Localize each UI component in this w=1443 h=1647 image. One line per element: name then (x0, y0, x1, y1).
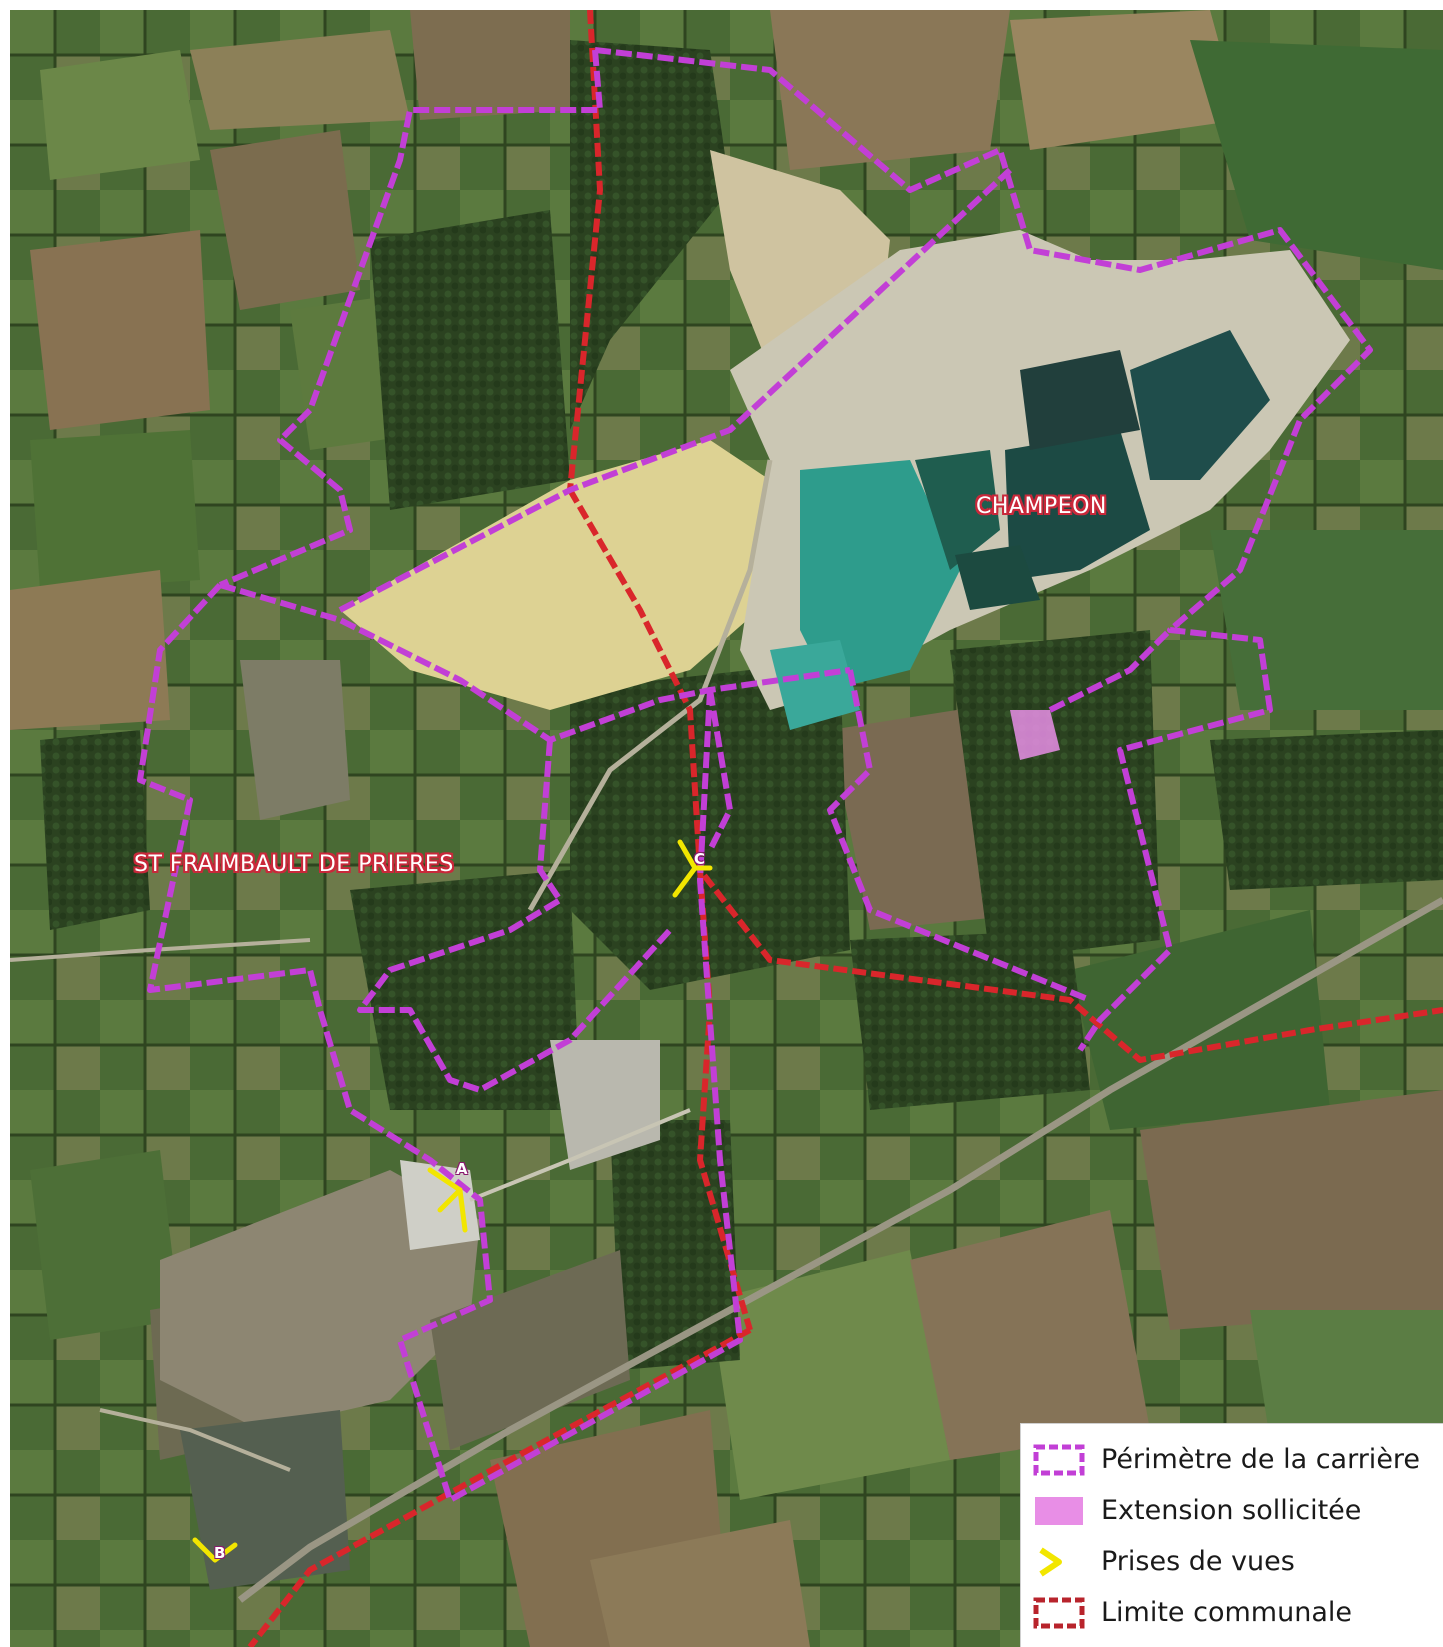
place-label-st-fraimbault: ST FRAIMBAULT DE PRIERES (134, 852, 454, 877)
map-legend: Périmètre de la carrière Extension solli… (1020, 1423, 1443, 1647)
legend-item-communal: Limite communale (1033, 1587, 1435, 1638)
yellow-chevron-icon (1033, 1546, 1085, 1578)
legend-item-views: Prises de vues (1033, 1536, 1435, 1587)
viewpoints (192, 839, 713, 1563)
dashed-red-outline-icon (1033, 1597, 1085, 1629)
quarry-champeon (340, 150, 1350, 730)
legend-item-perimeter: Périmètre de la carrière (1033, 1434, 1435, 1485)
communal-limit (247, 10, 1443, 1647)
quarry-perimeter (137, 47, 1373, 1503)
roads-layer (10, 459, 1443, 1603)
forest-layer (40, 40, 1443, 1370)
map-canvas (10, 10, 1443, 1647)
viewpoint-label-c: C (694, 850, 706, 868)
extension-area (1010, 710, 1060, 760)
viewpoint-b-icon (192, 1537, 238, 1563)
legend-label-perimeter: Périmètre de la carrière (1101, 1444, 1421, 1475)
legend-label-extension: Extension sollicitée (1101, 1495, 1362, 1526)
aerial-map[interactable]: ST FRAIMBAULT DE PRIERES CHAMPEON A B C (10, 10, 1443, 1647)
legend-label-communal: Limite communale (1101, 1597, 1352, 1628)
viewpoint-label-a: A (456, 1160, 468, 1178)
legend-item-extension: Extension sollicitée (1033, 1485, 1435, 1536)
viewpoint-label-b: B (214, 1544, 226, 1562)
place-label-champeon: CHAMPEON (976, 494, 1107, 519)
pink-fill-icon (1033, 1495, 1085, 1527)
dashed-purple-outline-icon (1033, 1444, 1085, 1476)
legend-label-views: Prises de vues (1101, 1546, 1295, 1577)
